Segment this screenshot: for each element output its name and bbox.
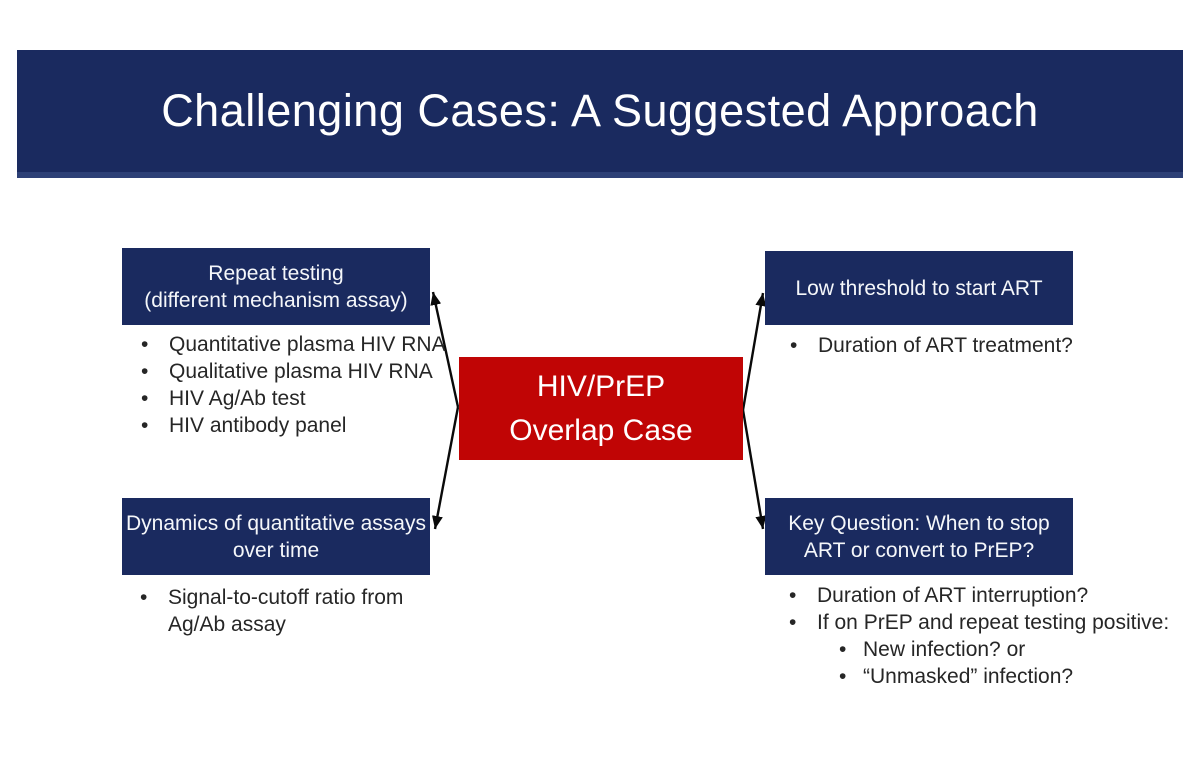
page-title: Challenging Cases: A Suggested Approach xyxy=(161,85,1039,136)
bullet-item: HIV antibody panel xyxy=(137,412,447,439)
title-banner: Challenging Cases: A Suggested Approach xyxy=(17,50,1183,178)
arrow-to-bottom-right xyxy=(741,409,767,530)
bullet-item: HIV Ag/Ab test xyxy=(137,385,447,412)
bullet-text: HIV antibody panel xyxy=(169,414,347,437)
repeat-testing-header-box: Repeat testing (different mechanism assa… xyxy=(122,248,430,325)
bullet-text: HIV Ag/Ab test xyxy=(169,387,306,410)
repeat-testing-bullet-list: Quantitative plasma HIV RNA Qualitative … xyxy=(137,331,447,439)
header-line: Dynamics of quantitative assays xyxy=(126,511,426,535)
low-threshold-bullet-list: Duration of ART treatment? xyxy=(786,332,1126,359)
bullet-item: Quantitative plasma HIV RNA xyxy=(137,331,447,358)
header-line: (different mechanism assay) xyxy=(144,288,408,312)
arrow-to-top-right xyxy=(741,292,767,411)
bullet-item: Duration of ART treatment? xyxy=(786,332,1126,359)
key-question-bullet-list: Duration of ART interruption? If on PrEP… xyxy=(785,582,1180,690)
hiv-prep-center-box: HIV/PrEP Overlap Case xyxy=(459,357,743,460)
header-line: over time xyxy=(232,538,320,562)
bullet-text: Quantitative plasma HIV RNA xyxy=(169,333,446,356)
dynamics-header-box: Dynamics of quantitative assays over tim… xyxy=(122,498,430,575)
dynamics-bullet-list: Signal-to-cutoff ratio from Ag/Ab assay xyxy=(136,584,426,638)
bullet-text: “Unmasked” infection? xyxy=(863,665,1074,688)
bullet-item: If on PrEP and repeat testing positive: xyxy=(785,609,1180,636)
bullet-text: Duration of ART interruption? xyxy=(817,584,1089,607)
header-line: Low threshold to start ART xyxy=(795,276,1043,300)
bullet-text: Qualitative plasma HIV RNA xyxy=(169,360,433,383)
center-box-line: Overlap Case xyxy=(509,413,693,447)
key-question-sub-bullet-list: New infection? or “Unmasked” infection? xyxy=(835,636,1180,690)
bullet-text: Signal-to-cutoff ratio from Ag/Ab assay xyxy=(168,586,404,636)
header-line: Repeat testing xyxy=(208,261,344,285)
header-line: Key Question: When to stop xyxy=(788,511,1050,535)
header-line: ART or convert to PrEP? xyxy=(803,538,1035,562)
bullet-text: If on PrEP and repeat testing positive: xyxy=(817,611,1170,634)
bullet-text: New infection? or xyxy=(863,638,1026,661)
sub-bullet-item: “Unmasked” infection? xyxy=(835,663,1180,690)
center-box-line: HIV/PrEP xyxy=(536,369,666,403)
bullet-item: Duration of ART interruption? xyxy=(785,582,1180,609)
key-question-header-box: Key Question: When to stop ART or conver… xyxy=(765,498,1073,575)
bullet-text: Duration of ART treatment? xyxy=(818,334,1073,357)
low-threshold-header-box: Low threshold to start ART xyxy=(765,251,1073,325)
sub-bullet-item: New infection? or xyxy=(835,636,1180,663)
bullet-item: Signal-to-cutoff ratio from Ag/Ab assay xyxy=(136,584,426,638)
bullet-item: Qualitative plasma HIV RNA xyxy=(137,358,447,385)
